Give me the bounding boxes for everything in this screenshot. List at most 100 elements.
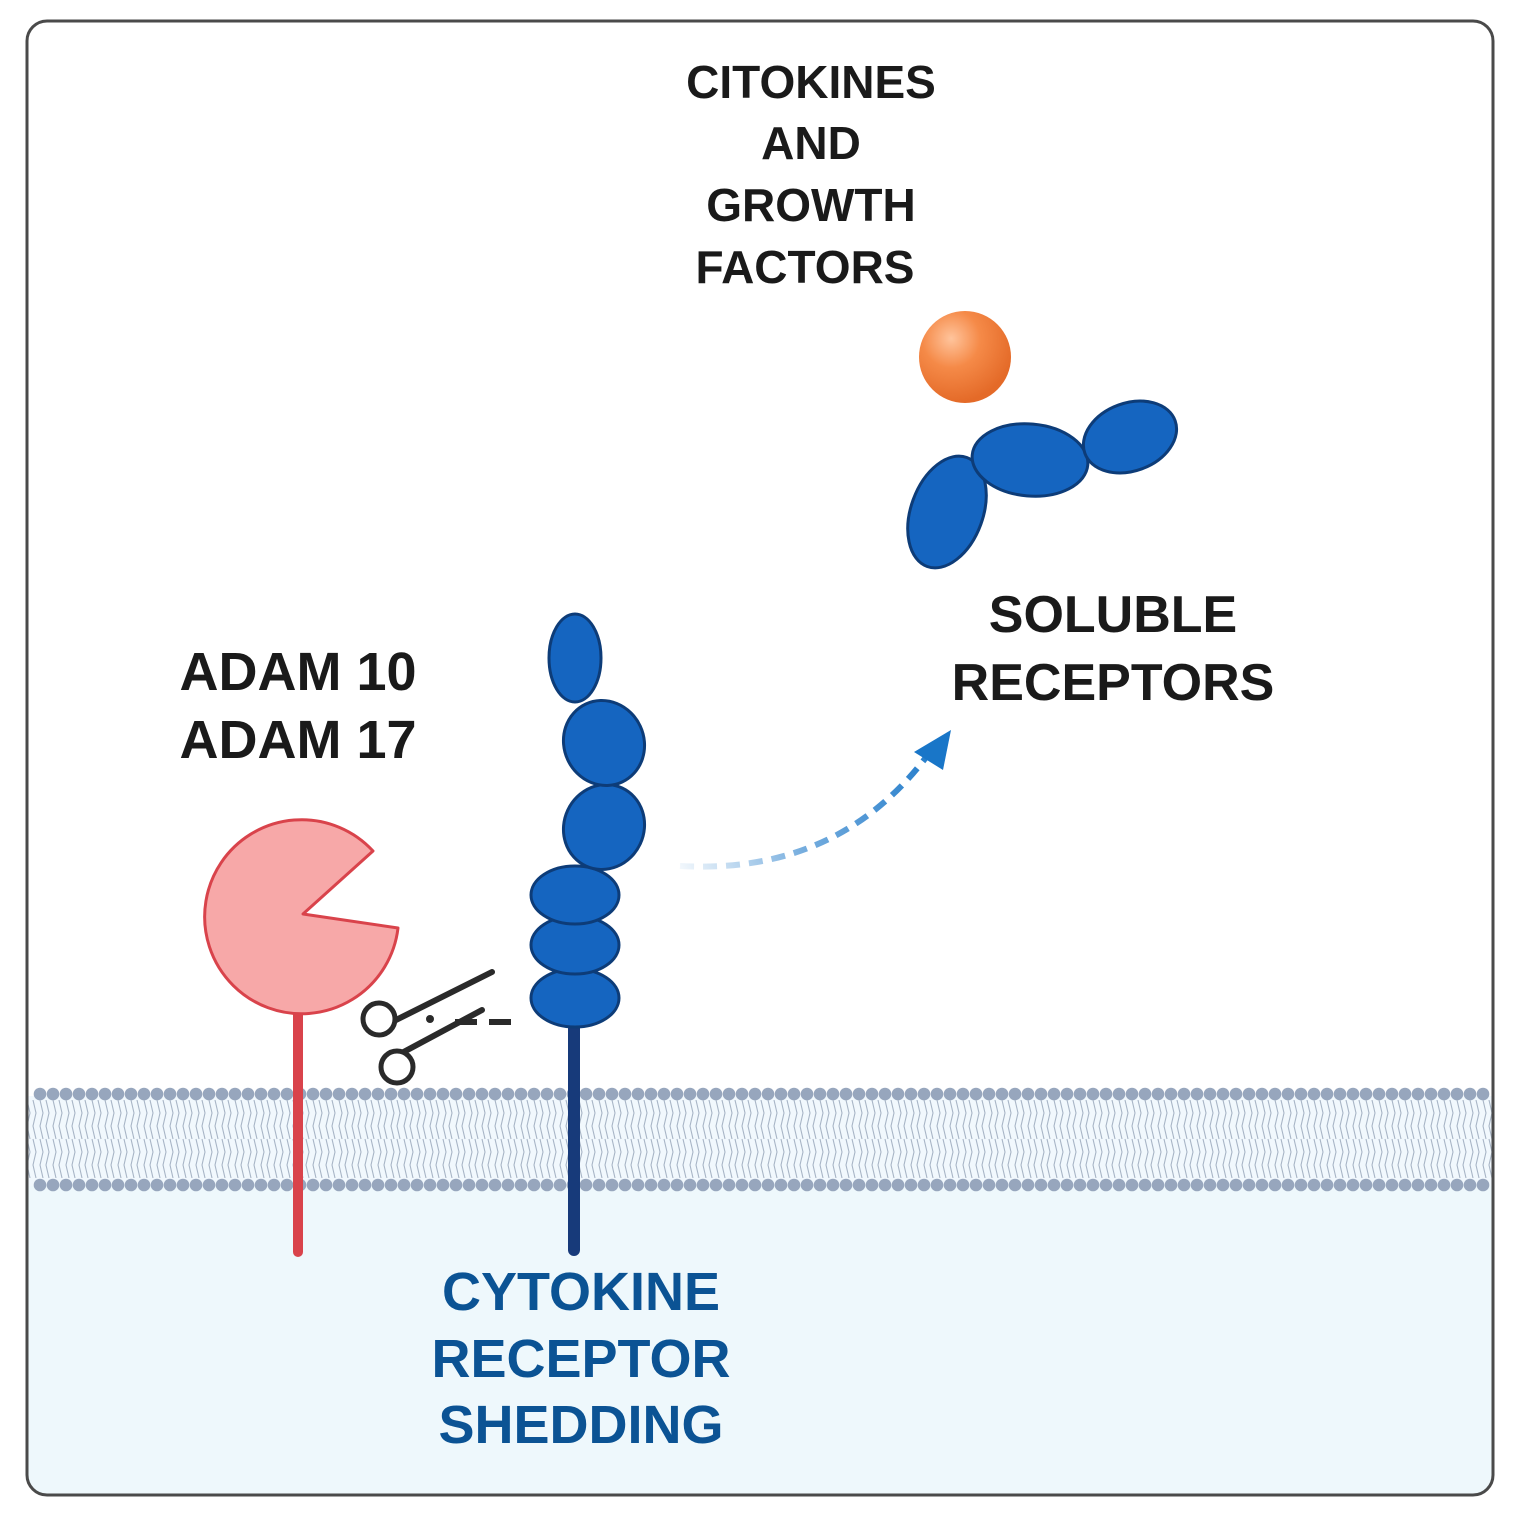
lipid-head [930, 1178, 944, 1192]
lipid-head [1099, 1178, 1113, 1192]
lipid-head [1177, 1178, 1191, 1192]
lipid-head [683, 1178, 697, 1192]
lipid-head [1268, 1087, 1282, 1101]
lipid-head [839, 1178, 853, 1192]
lipid-head [241, 1178, 255, 1192]
lipid-head [865, 1087, 879, 1101]
lipid-head [1398, 1178, 1412, 1192]
lipid-head [800, 1087, 814, 1101]
lipid-head [865, 1178, 879, 1192]
lipid-head [943, 1178, 957, 1192]
lipid-head [1307, 1178, 1321, 1192]
lipid-head [1242, 1178, 1256, 1192]
lipid-head [839, 1087, 853, 1101]
lipid-head [1203, 1178, 1217, 1192]
lipid-head [98, 1087, 112, 1101]
lipid-head [1437, 1087, 1451, 1101]
lipid-head [1424, 1087, 1438, 1101]
lipid-head [1060, 1178, 1074, 1192]
lipid-head [33, 1087, 47, 1101]
lipid-head [319, 1178, 333, 1192]
shedding-label-line: RECEPTOR [431, 1329, 730, 1389]
lipid-head [1021, 1087, 1035, 1101]
lipid-head [1151, 1178, 1165, 1192]
lipid-head [1424, 1178, 1438, 1192]
lipid-head [1112, 1178, 1126, 1192]
lipid-head [280, 1087, 294, 1101]
lipid-head [46, 1087, 60, 1101]
lipid-head [735, 1178, 749, 1192]
lipid-head [488, 1087, 502, 1101]
lipid-head [1385, 1178, 1399, 1192]
lipid-head [514, 1087, 528, 1101]
lipid-head [1190, 1087, 1204, 1101]
lipid-head [150, 1178, 164, 1192]
lipid-head [904, 1087, 918, 1101]
lipid-head [1463, 1087, 1477, 1101]
lipid-head [1216, 1178, 1230, 1192]
lipid-head [410, 1087, 424, 1101]
lipid-head [605, 1178, 619, 1192]
lipid-head [371, 1087, 385, 1101]
lipid-head [1398, 1087, 1412, 1101]
soluble-receptor [906, 399, 1179, 570]
lipid-head [774, 1178, 788, 1192]
lipid-head [696, 1087, 710, 1101]
lipid-head [527, 1178, 541, 1192]
lipid-head [618, 1087, 632, 1101]
lipid-head [709, 1178, 723, 1192]
lipid-head [878, 1087, 892, 1101]
lipid-head [553, 1087, 567, 1101]
lipid-head [215, 1087, 229, 1101]
lipid-head [202, 1087, 216, 1101]
lipid-head [306, 1087, 320, 1101]
lipid-head [592, 1087, 606, 1101]
lipid-head [332, 1087, 346, 1101]
receptor-domain [547, 612, 603, 704]
lipid-head [1411, 1087, 1425, 1101]
lipid-head [1112, 1087, 1126, 1101]
lipid-head [345, 1178, 359, 1192]
lipid-head [813, 1178, 827, 1192]
lipid-head [254, 1087, 268, 1101]
lipid-head [371, 1178, 385, 1192]
receptor-domain [561, 783, 647, 871]
lipid-heads-inner [33, 1178, 1490, 1192]
adam-enzyme-pacman-icon [203, 818, 400, 1016]
lipid-head [956, 1087, 970, 1101]
lipid-head [644, 1178, 658, 1192]
lipid-head [553, 1178, 567, 1192]
cytokines-label-line: FACTORS [696, 241, 915, 293]
cytokines-label-line: CITOKINES [686, 56, 936, 108]
lipid-head [1216, 1087, 1230, 1101]
receptor-domain [529, 864, 621, 926]
lipid-head [449, 1087, 463, 1101]
lipid-head [917, 1087, 931, 1101]
lipid-head [111, 1087, 125, 1101]
lipid-head [995, 1087, 1009, 1101]
lipid-head [228, 1178, 242, 1192]
lipid-head [696, 1178, 710, 1192]
lipid-head [1385, 1087, 1399, 1101]
lipid-head [1047, 1087, 1061, 1101]
lipid-head [189, 1178, 203, 1192]
lipid-head [267, 1178, 281, 1192]
lipid-head [1099, 1087, 1113, 1101]
lipid-head [202, 1178, 216, 1192]
lipid-head [1372, 1178, 1386, 1192]
lipid-head [59, 1178, 73, 1192]
lipid-head [774, 1087, 788, 1101]
lipid-head [514, 1178, 528, 1192]
lipid-head [930, 1087, 944, 1101]
soluble-receptor-domain [1081, 399, 1179, 475]
lipid-head [436, 1087, 450, 1101]
lipid-head [891, 1087, 905, 1101]
lipid-head [1008, 1178, 1022, 1192]
shedding-label-line: CYTOKINE [442, 1262, 720, 1322]
lipid-head [1294, 1087, 1308, 1101]
lipid-head [852, 1178, 866, 1192]
lipid-head [735, 1087, 749, 1101]
lipid-head [709, 1087, 723, 1101]
lipid-head [1411, 1178, 1425, 1192]
